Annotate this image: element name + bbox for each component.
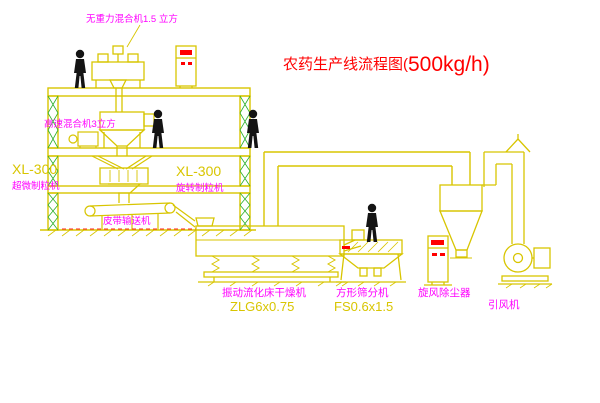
sifter-indicator	[342, 246, 350, 249]
granulator	[99, 167, 149, 203]
control-cabinet-top-indicators	[180, 50, 192, 65]
induced-draft-fan	[498, 243, 553, 289]
label-dryer-model: ZLG6x0.75	[230, 299, 294, 314]
label-belt-conveyor: 皮带输送机	[103, 215, 151, 227]
fluid-bed-dryer	[195, 217, 362, 287]
label-granulator-right-model: XL-300	[176, 163, 221, 179]
worker-figure	[74, 49, 86, 88]
exhaust-duct	[263, 151, 471, 226]
label-gravity-mixer: 无重力混合机1.5 立方	[86, 13, 178, 25]
control-cabinet-field	[424, 235, 452, 286]
diagram-title-capacity: 500kg/h)	[408, 53, 490, 76]
control-cabinet-field-indicators	[431, 240, 445, 256]
cyclone-separator	[439, 152, 497, 259]
label-granulator-left-model: XL-300	[12, 161, 57, 177]
cross-chutes	[91, 155, 153, 170]
worker-figure	[247, 109, 259, 148]
worker-figure	[366, 203, 378, 242]
highspeed-mixer	[98, 111, 155, 156]
stack-duct	[484, 134, 531, 244]
belt-conveyor	[84, 202, 196, 230]
side-feeder	[68, 131, 99, 148]
label-sifter: 方形筛分机	[336, 286, 389, 299]
label-sifter-model: FS0.6x1.5	[334, 299, 393, 314]
label-granulator-right-name: 旋转制粒机	[176, 182, 224, 194]
diagram-title-prefix: 农药生产线流程图(	[283, 56, 408, 73]
label-fan: 引风机	[488, 298, 520, 311]
label-dryer: 振动流化床干燥机	[222, 286, 306, 299]
building-frame	[40, 87, 256, 237]
labels-layer: 无重力混合机1.5 立方 高速混合机3立方 XL-300 超微制粒机 XL-30…	[12, 13, 520, 314]
square-sifter	[336, 229, 406, 287]
column-hatch	[47, 95, 251, 231]
worker-figure	[152, 109, 164, 148]
label-cyclone: 旋风除尘器	[418, 286, 471, 299]
control-cabinet-top	[175, 45, 197, 88]
label-granulator-left-name: 超微制粒机	[12, 180, 60, 192]
gravity-mixer	[91, 24, 145, 112]
label-highspeed-mixer: 高速混合机3立方	[44, 118, 116, 130]
